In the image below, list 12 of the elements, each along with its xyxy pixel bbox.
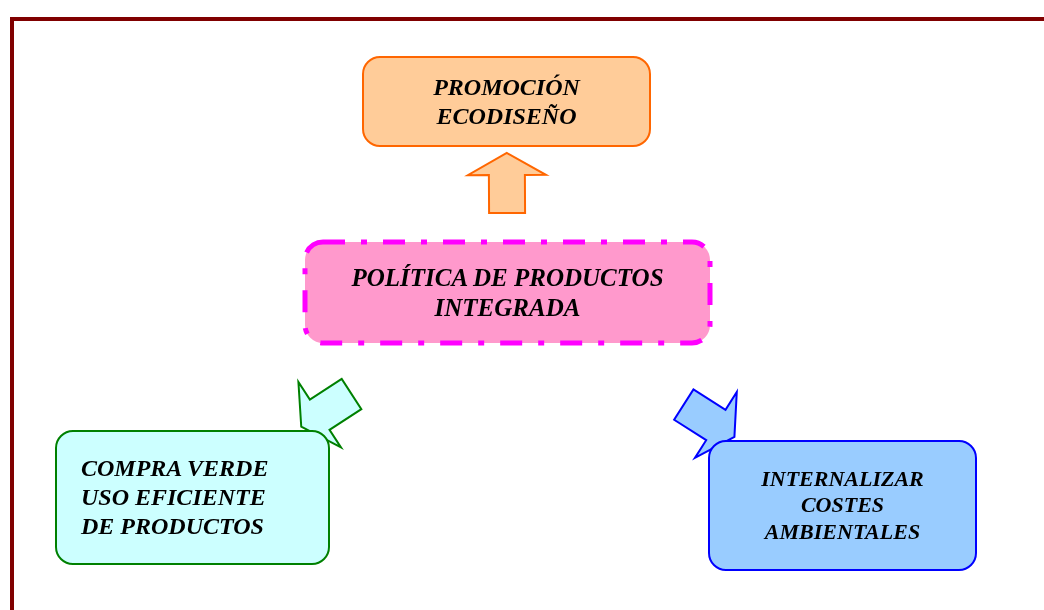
- process-box: [305, 242, 710, 343]
- process-box: [55, 430, 330, 565]
- node-label: PROMOCIÓN ECODISEÑO: [432, 72, 582, 131]
- process-box: [708, 440, 977, 571]
- node-label: POLÍTICA DE PRODUCTOS INTEGRADA: [350, 262, 665, 323]
- process-box: [362, 56, 651, 147]
- node-label: INTERNALIZAR COSTES AMBIENTALES: [760, 465, 925, 546]
- block-arrow: [297, 377, 363, 451]
- node-label: USO EFICIENTE DE PRODUCTOS: [81, 483, 267, 541]
- block-arrow: [464, 151, 550, 215]
- block-arrow: [672, 388, 738, 461]
- node-label: COMPRA VERDE: [81, 454, 269, 484]
